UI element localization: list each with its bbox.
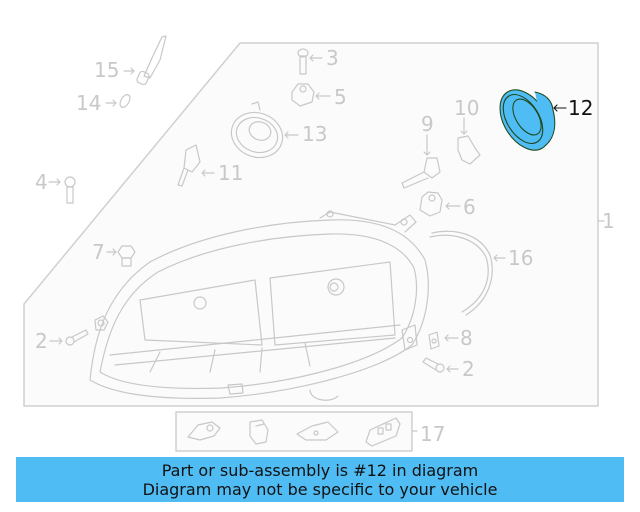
part-13-dust-cap: [230, 101, 299, 159]
part-3-bolt: [297, 48, 323, 75]
part-6-clip: [419, 191, 461, 217]
callout-2-right: 2: [462, 357, 475, 381]
callout-10: 10: [454, 96, 480, 120]
part-2-screw-right: [422, 357, 459, 373]
part-14-bulb: [105, 94, 131, 108]
part-8-clip-nut: [428, 331, 459, 350]
part-16-seal-strip: [429, 230, 506, 316]
callout-3: 3: [326, 46, 339, 70]
headlight-housing: [89, 210, 429, 401]
part-17-box: [175, 411, 413, 452]
part-15-bulb-socket: [123, 35, 167, 86]
callout-7: 7: [92, 240, 105, 264]
part-10-connector: [457, 117, 481, 165]
callout-15: 15: [94, 58, 120, 82]
callout-14: 14: [76, 91, 102, 115]
banner-line-disclaimer: Diagram may not be specific to your vehi…: [142, 479, 498, 499]
part-7-nut: [106, 245, 136, 267]
part-17-items: [187, 417, 418, 447]
callout-16: 16: [508, 246, 534, 270]
callout-4: 4: [35, 170, 48, 194]
part-12-dust-cover-highlighted: [499, 89, 567, 151]
callout-5: 5: [334, 85, 347, 109]
part-info-banner: Part or sub-assembly is #12 in diagram D…: [16, 457, 624, 502]
callout-17: 17: [420, 422, 446, 446]
part-4-bolt: [48, 176, 76, 204]
callout-6: 6: [463, 195, 476, 219]
callout-12-highlighted[interactable]: 12: [568, 96, 594, 120]
part-2-screw-left: [49, 329, 89, 346]
callout-2-left: 2: [35, 329, 48, 353]
callout-8: 8: [460, 326, 473, 350]
banner-line-part-number: Part or sub-assembly is #12 in diagram: [161, 460, 479, 480]
part-9-bulb: [401, 134, 441, 189]
callout-9: 9: [421, 112, 434, 136]
part-5-clip: [291, 83, 331, 107]
callout-1: 1: [602, 209, 615, 233]
assembly-outline: [23, 42, 599, 407]
part-11-socket: [177, 144, 215, 187]
callout-11: 11: [218, 161, 244, 185]
callout-13: 13: [302, 122, 328, 146]
